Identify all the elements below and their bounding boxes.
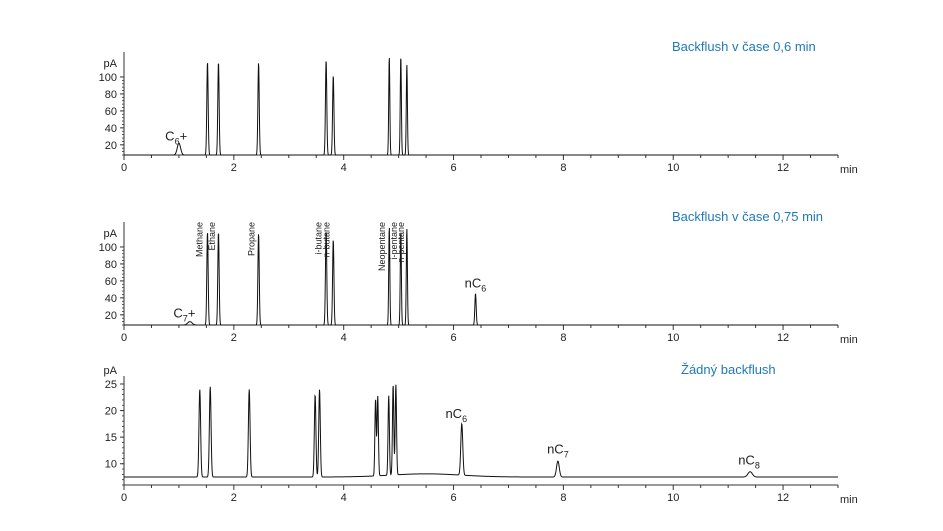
y-tick-label: 40 (105, 123, 117, 135)
y-tick-label: 20 (105, 406, 117, 418)
peak-label-base: nC (465, 276, 482, 291)
peak-label-subscript: 8 (755, 460, 760, 470)
x-tick-label: 12 (777, 492, 789, 504)
y-axis-label: pA (104, 365, 118, 377)
component-label: Methane (195, 222, 205, 257)
component-label: Ethane (207, 222, 217, 251)
x-tick-label: 8 (560, 162, 566, 174)
x-tick-label: 6 (450, 492, 456, 504)
y-tick-label: 80 (105, 259, 117, 271)
chart-title: Žádný backflush (681, 362, 776, 377)
peak-label-subscript: 7 (183, 313, 188, 323)
x-tick-label: 0 (121, 492, 127, 504)
peak-label: nC6 (445, 406, 467, 424)
x-tick-label: 4 (341, 162, 347, 174)
peak-label-base: C (173, 305, 182, 320)
chart-title: Backflush v čase 0,6 min (672, 39, 816, 54)
y-tick-label: 80 (105, 89, 117, 101)
x-tick-label: 10 (667, 492, 679, 504)
y-tick-label: 15 (105, 432, 117, 444)
y-tick-label: 20 (105, 310, 117, 322)
x-tick-label: 4 (341, 492, 347, 504)
chromatogram-trace (124, 227, 838, 326)
component-label: i-butane (314, 222, 324, 255)
component-label: i-pentane (389, 222, 399, 260)
peak-label: C7+ (173, 305, 195, 323)
peak-label-base: C (165, 129, 174, 144)
peak-label-base: nC (547, 442, 564, 457)
peak-label-base: nC (738, 452, 755, 467)
x-tick-label: 2 (231, 332, 237, 344)
component-label: Neopentane (377, 222, 387, 271)
chart-panel-1: Backflush v čase 0,6 min 0 2 4 6 8 10 12 min 20 40… (99, 39, 858, 176)
x-tick-label: 6 (450, 162, 456, 174)
x-tick-label: 12 (777, 332, 789, 344)
peak-label-subscript: 6 (481, 284, 486, 294)
peak-label-base: nC (445, 406, 462, 421)
y-axis-label: pA (104, 228, 118, 240)
x-axis-label: min (840, 494, 858, 506)
x-axis-label: min (840, 164, 858, 176)
y-tick-label: 60 (105, 276, 117, 288)
peak-label: nC8 (738, 452, 760, 470)
y-tick-label: 60 (105, 106, 117, 118)
x-tick-label: 10 (667, 162, 679, 174)
x-tick-label: 2 (231, 492, 237, 504)
component-label: n-butane (321, 222, 331, 258)
peak-label-suffix: + (188, 305, 196, 320)
y-tick-label: 100 (99, 72, 117, 84)
x-tick-label: 12 (777, 162, 789, 174)
component-label: n-pentane (396, 222, 406, 263)
peak-label: nC6 (465, 276, 487, 294)
x-tick-label: 10 (667, 332, 679, 344)
chromatogram-trace (124, 384, 838, 478)
x-tick-label: 0 (121, 332, 127, 344)
x-tick-label: 4 (341, 332, 347, 344)
peak-label-subscript: 7 (564, 450, 569, 460)
chromatogram-trace (124, 57, 838, 156)
peak-label-subscript: 6 (462, 414, 467, 424)
y-tick-label: 25 (105, 379, 117, 391)
peak-label-suffix: + (180, 129, 188, 144)
y-tick-label: 40 (105, 293, 117, 305)
chart-panel-2: Backflush v čase 0,75 min 0 2 4 6 8 10 12 min 20 4… (99, 209, 858, 346)
x-tick-label: 8 (560, 492, 566, 504)
x-axis-label: min (840, 334, 858, 346)
peak-label: nC7 (547, 442, 569, 460)
peak-label: C6+ (165, 129, 187, 147)
component-label: Propane (247, 222, 257, 256)
y-tick-label: 100 (99, 242, 117, 254)
x-tick-label: 0 (121, 162, 127, 174)
y-tick-label: 20 (105, 140, 117, 152)
x-tick-label: 6 (450, 332, 456, 344)
peak-label-subscript: 6 (175, 137, 180, 147)
x-tick-label: 8 (560, 332, 566, 344)
chart-title: Backflush v čase 0,75 min (672, 209, 823, 224)
x-tick-label: 2 (231, 162, 237, 174)
y-tick-label: 10 (105, 459, 117, 471)
y-axis-label: pA (104, 58, 118, 70)
